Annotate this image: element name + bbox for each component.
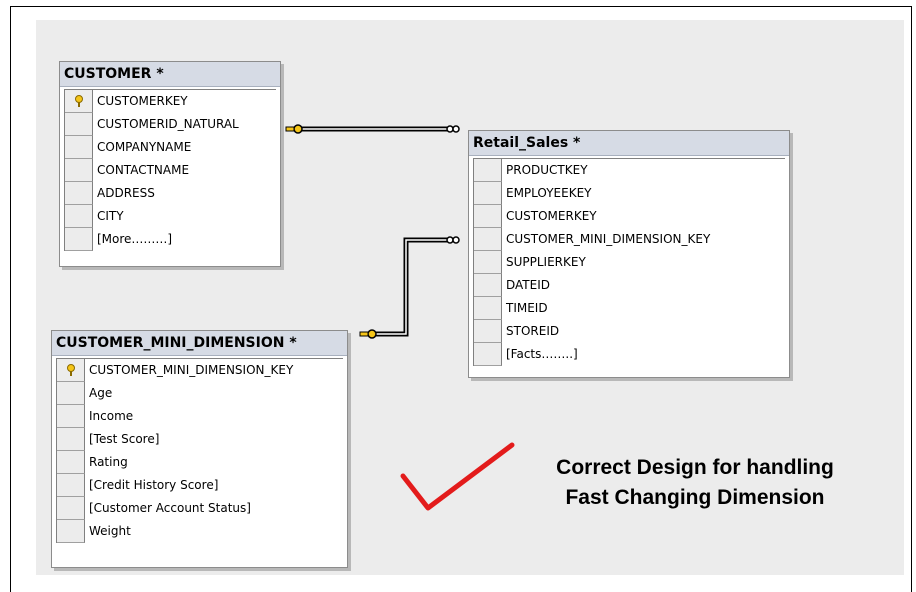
table-title: Retail_Sales * [469, 131, 789, 156]
table-column-row[interactable]: Age [57, 382, 343, 405]
row-selector[interactable] [474, 343, 502, 366]
row-selector[interactable] [57, 382, 85, 405]
table-title: CUSTOMER_MINI_DIMENSION * [52, 331, 347, 356]
column-name: CUSTOMER_MINI_DIMENSION_KEY [89, 363, 294, 377]
table-column-row[interactable]: Rating [57, 451, 343, 474]
table-retail-sales[interactable]: Retail_Sales * PRODUCTKEY EMPLOYEEKEY CUST… [468, 130, 790, 378]
table-column-row[interactable]: [Customer Account Status] [57, 497, 343, 520]
column-name: CUSTOMERID_NATURAL [97, 117, 239, 131]
table-column-row[interactable]: CUSTOMERKEY [474, 205, 785, 228]
row-selector[interactable] [474, 159, 502, 182]
table-title: CUSTOMER * [60, 62, 280, 87]
column-name: Weight [89, 524, 131, 538]
column-name: STOREID [506, 324, 560, 338]
column-name: CUSTOMERKEY [506, 209, 597, 223]
column-name: [Customer Account Status] [89, 501, 251, 515]
table-column-row[interactable]: CUSTOMER_MINI_DIMENSION_KEY [57, 359, 343, 382]
table-column-row[interactable]: CITY [65, 205, 276, 228]
table-customer-mini-dimension[interactable]: CUSTOMER_MINI_DIMENSION * CUSTOMER_MINI_… [51, 330, 348, 568]
row-selector[interactable] [65, 182, 93, 205]
column-name: PRODUCTKEY [506, 163, 588, 177]
row-selector[interactable] [57, 405, 85, 428]
row-selector[interactable] [474, 228, 502, 251]
row-selector[interactable] [474, 297, 502, 320]
row-selector[interactable] [57, 359, 85, 382]
row-selector[interactable] [57, 474, 85, 497]
table-column-row[interactable]: [More………] [65, 228, 276, 251]
row-selector[interactable] [65, 205, 93, 228]
column-name: EMPLOYEEKEY [506, 186, 592, 200]
column-name: Income [89, 409, 134, 423]
table-column-row[interactable]: EMPLOYEEKEY [474, 182, 785, 205]
column-name: [Test Score] [89, 432, 160, 446]
row-selector[interactable] [65, 113, 93, 136]
table-column-row[interactable]: Income [57, 405, 343, 428]
row-selector[interactable] [474, 205, 502, 228]
table-column-row[interactable]: TIMEID [474, 297, 785, 320]
row-selector[interactable] [474, 274, 502, 297]
table-column-row[interactable]: STOREID [474, 320, 785, 343]
table-column-row[interactable]: ADDRESS [65, 182, 276, 205]
table-column-row[interactable]: CUSTOMER_MINI_DIMENSION_KEY [474, 228, 785, 251]
column-name: TIMEID [506, 301, 548, 315]
page-frame [10, 6, 912, 592]
row-selector[interactable] [65, 136, 93, 159]
column-name: [Facts……..] [506, 347, 578, 361]
row-selector[interactable] [65, 90, 93, 113]
caption-line-2: Fast Changing Dimension [565, 486, 825, 509]
column-name: CUSTOMER_MINI_DIMENSION_KEY [506, 232, 711, 246]
row-selector[interactable] [474, 251, 502, 274]
row-selector[interactable] [65, 159, 93, 182]
column-name: COMPANYNAME [97, 140, 192, 154]
column-list: CUSTOMERKEY CUSTOMERID_NATURAL COMPANYNAME… [64, 89, 276, 251]
table-column-row[interactable]: [Test Score] [57, 428, 343, 451]
table-column-row[interactable]: Weight [57, 520, 343, 543]
table-column-row[interactable]: CONTACTNAME [65, 159, 276, 182]
column-name: CONTACTNAME [97, 163, 190, 177]
column-name: SUPPLIERKEY [506, 255, 586, 269]
column-name: ADDRESS [97, 186, 155, 200]
table-column-row[interactable]: [Facts……..] [474, 343, 785, 366]
column-name: [More………] [97, 232, 173, 246]
table-column-row[interactable]: DATEID [474, 274, 785, 297]
column-name: CUSTOMERKEY [97, 94, 188, 108]
column-name: Rating [89, 455, 128, 469]
design-caption: Correct Design for handling Fast Changin… [500, 453, 890, 513]
table-column-row[interactable]: CUSTOMERID_NATURAL [65, 113, 276, 136]
table-column-row[interactable]: CUSTOMERKEY [65, 90, 276, 113]
table-column-row[interactable]: SUPPLIERKEY [474, 251, 785, 274]
caption-line-1: Correct Design for handling [556, 456, 834, 479]
table-column-row[interactable]: COMPANYNAME [65, 136, 276, 159]
row-selector[interactable] [57, 428, 85, 451]
row-selector[interactable] [57, 451, 85, 474]
table-customer[interactable]: CUSTOMER * CUSTOMERKEY CUSTOMERID_NATURAL… [59, 61, 281, 267]
table-column-row[interactable]: PRODUCTKEY [474, 159, 785, 182]
column-name: [Credit History Score] [89, 478, 219, 492]
column-name: Age [89, 386, 113, 400]
checkmark-icon [400, 442, 515, 511]
column-list: PRODUCTKEY EMPLOYEEKEY CUSTOMERKEY CUSTOMER… [473, 158, 785, 366]
primary-key-icon [74, 95, 83, 107]
table-column-row[interactable]: [Credit History Score] [57, 474, 343, 497]
primary-key-icon [66, 364, 75, 376]
row-selector[interactable] [474, 320, 502, 343]
row-selector[interactable] [65, 228, 93, 251]
row-selector[interactable] [57, 497, 85, 520]
row-selector[interactable] [57, 520, 85, 543]
column-name: DATEID [506, 278, 550, 292]
row-selector[interactable] [474, 182, 502, 205]
column-name: CITY [97, 209, 124, 223]
